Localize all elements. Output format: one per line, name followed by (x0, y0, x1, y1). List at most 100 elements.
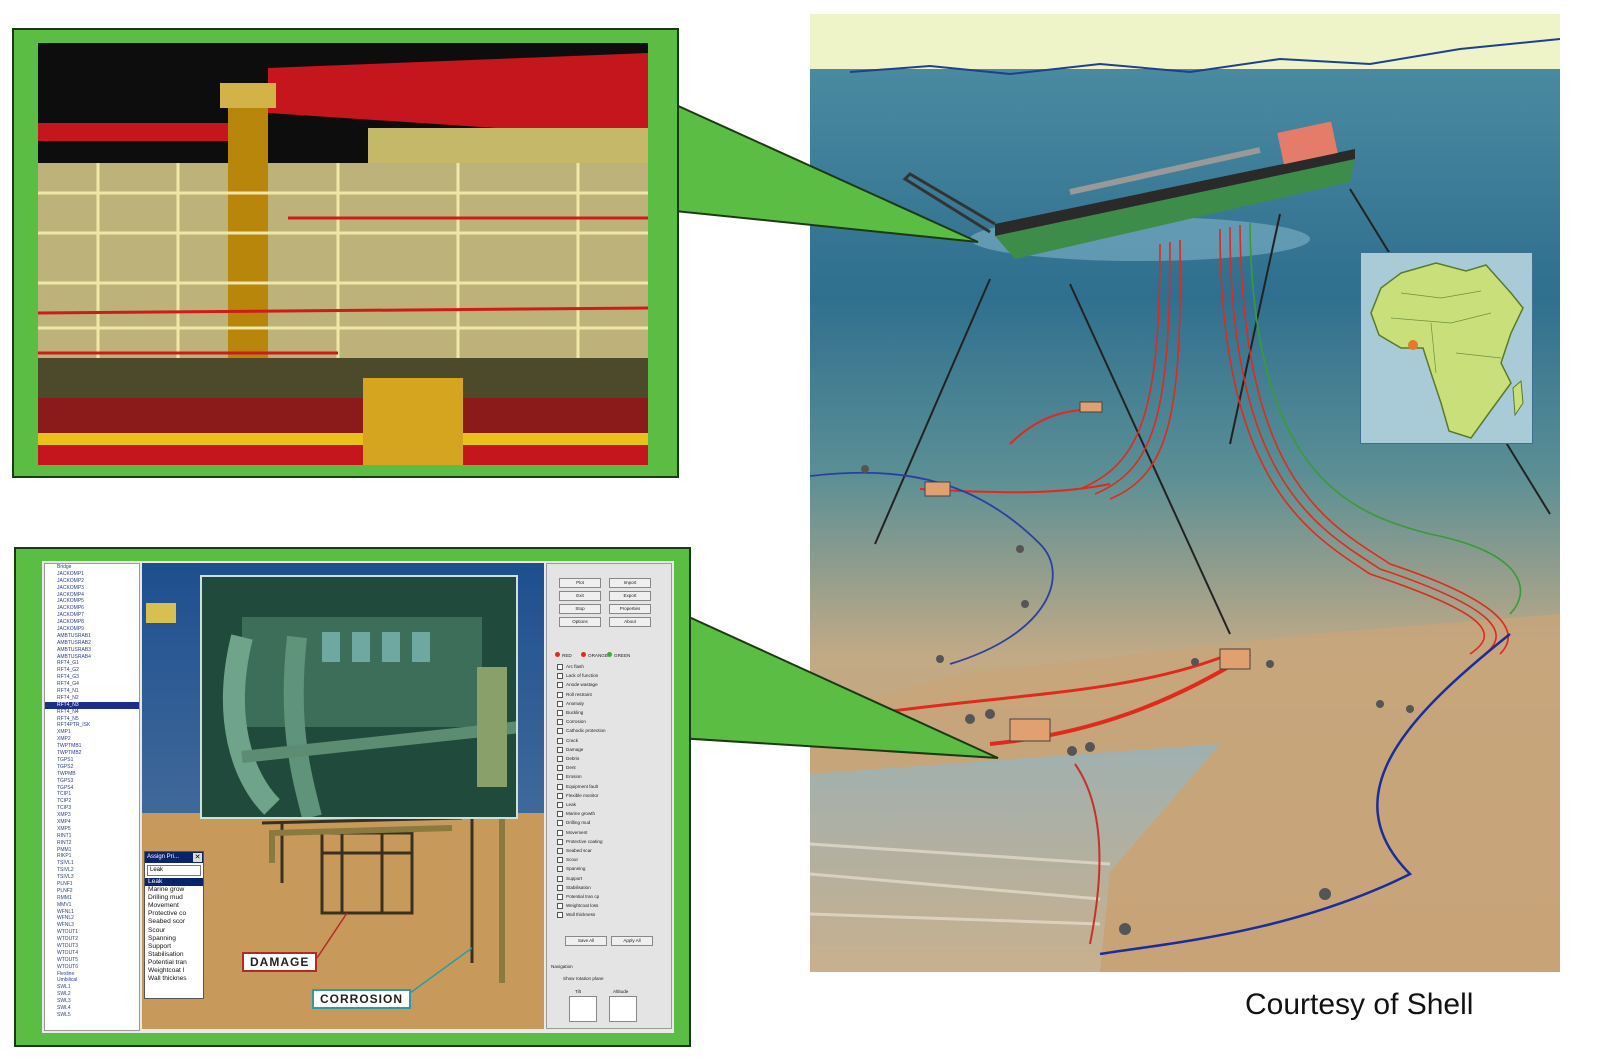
tree-item[interactable]: XMP2 (57, 736, 71, 743)
side-button-import[interactable]: Import (609, 578, 651, 588)
tree-item[interactable]: WFNL1 (57, 908, 74, 915)
anomaly-checkbox[interactable]: Debris (557, 756, 579, 762)
anomaly-type-item[interactable]: Stabilisation (148, 950, 184, 958)
tree-item[interactable]: JACKOMP5 (57, 598, 84, 605)
anomaly-type-item[interactable]: Protective co (148, 910, 187, 918)
anomaly-checkbox[interactable]: Flexible monitor (557, 793, 598, 799)
anomaly-checkbox[interactable]: Arc flash (557, 664, 584, 670)
tree-item[interactable]: JACKOMP9 (57, 626, 84, 633)
tree-item[interactable]: RFT4_G2 (57, 667, 79, 674)
tree-item[interactable]: RINT1 (57, 832, 72, 839)
tree-item[interactable]: Bridge (57, 564, 72, 570)
tree-item[interactable]: WTOUT2 (57, 936, 79, 943)
anomaly-checkbox[interactable]: Erosion (557, 774, 582, 780)
tree-item[interactable]: WFNL2 (57, 915, 74, 922)
tree-item[interactable]: TGPS2 (57, 763, 74, 770)
anomaly-checkbox[interactable]: Spanning (557, 866, 585, 872)
tree-item[interactable]: SWL1 (57, 984, 71, 991)
bottom-button[interactable]: Apply All (611, 936, 653, 946)
side-button-properties[interactable]: Properties (609, 604, 651, 614)
tree-item[interactable]: JACKOMP6 (57, 605, 84, 612)
anomaly-type-item[interactable]: Seabed scor (148, 918, 186, 926)
side-button-export[interactable]: Export (609, 591, 651, 601)
anomaly-checkbox[interactable]: Buckling (557, 710, 583, 716)
tree-item[interactable]: AMBTUSRAB2 (57, 639, 91, 646)
tree-item[interactable]: AMBTUSRAB3 (57, 646, 91, 653)
tree-item[interactable]: TCIP2 (57, 798, 72, 805)
tree-item[interactable]: AMBTUSRAB1 (57, 632, 91, 639)
tree-item[interactable]: WTOUT3 (57, 942, 79, 949)
tree-item[interactable]: RIKP1 (57, 853, 72, 860)
tree-item[interactable]: TGPS1 (57, 756, 74, 763)
anomaly-type-item[interactable]: Scour (148, 926, 166, 934)
tree-item[interactable]: TGPS3 (57, 777, 74, 784)
side-button-about[interactable]: About (609, 617, 651, 627)
tree-item[interactable]: WTOUT4 (57, 949, 79, 956)
side-button-options[interactable]: Options (559, 617, 601, 627)
tree-item[interactable]: RFT4_N3 (45, 701, 139, 709)
side-button-plot[interactable]: Plot (559, 578, 601, 588)
tree-item[interactable]: RFT4PTR_ISK (57, 722, 91, 729)
anomaly-type-item[interactable]: Support (148, 942, 172, 950)
tree-item[interactable]: XMP3 (57, 812, 71, 819)
tree-item[interactable]: RMM1 (57, 894, 72, 901)
tilt-control[interactable] (569, 996, 597, 1022)
tree-item[interactable]: RFT4_N4 (57, 708, 79, 715)
tree-item[interactable]: Umbilical (57, 977, 78, 984)
tree-item[interactable]: RFT4_N2 (57, 694, 79, 701)
anomaly-checkbox[interactable]: Anomaly (557, 701, 584, 707)
anomaly-checkbox[interactable]: Support (557, 876, 582, 882)
tree-item[interactable]: WTOUT1 (57, 929, 79, 936)
anomaly-checkbox[interactable]: Protective coating (557, 839, 603, 845)
close-icon[interactable]: ✕ (193, 853, 202, 862)
anomaly-type-item[interactable]: Potential tran (148, 958, 187, 966)
tree-item[interactable]: RFT4_G3 (57, 674, 79, 681)
tree-item[interactable]: TSIVL3 (57, 874, 74, 881)
tree-item[interactable]: TWPMB (57, 770, 76, 777)
altitude-control[interactable] (609, 996, 637, 1022)
anomaly-checkbox[interactable]: Seabed scar (557, 848, 592, 854)
tree-item[interactable]: MMV1 (57, 901, 72, 908)
tree-item[interactable]: SWL5 (57, 1011, 71, 1018)
tree-item[interactable]: PMM1 (57, 846, 72, 853)
tree-item[interactable]: JACKOMP4 (57, 591, 84, 598)
anomaly-type-item[interactable]: Spanning (148, 934, 176, 942)
tree-item[interactable]: JACKOMP3 (57, 584, 84, 591)
tree-item[interactable]: PLNF2 (57, 887, 73, 894)
anomaly-checkbox[interactable]: Stabilisation (557, 885, 591, 891)
tree-item[interactable]: AMBTUSRAB4 (57, 653, 91, 660)
tree-item[interactable]: WTOUT6 (57, 963, 79, 970)
tree-item[interactable]: TCIP1 (57, 791, 72, 798)
anomaly-checkbox[interactable]: Crack (557, 738, 578, 744)
tree-item[interactable]: JACKOMP7 (57, 612, 84, 619)
tree-item[interactable]: RFT4_G1 (57, 660, 79, 667)
tree-item[interactable]: SWL4 (57, 1005, 71, 1011)
tree-item[interactable]: WTOUT5 (57, 956, 79, 963)
anomaly-type-select[interactable]: Leak (147, 865, 201, 876)
anomaly-checkbox[interactable]: Cathodic protection (557, 728, 606, 734)
anomaly-checkbox[interactable]: Scour (557, 857, 578, 863)
tree-item[interactable]: SWL2 (57, 991, 71, 998)
anomaly-type-item[interactable]: Drilling mud (148, 894, 183, 902)
tree-item[interactable]: XMP1 (57, 729, 71, 736)
anomaly-checkbox[interactable]: Marine growth (557, 811, 595, 817)
tree-item[interactable]: TSIVL2 (57, 867, 74, 874)
anomaly-checkbox[interactable]: Leak (557, 802, 576, 808)
anomaly-type-item[interactable]: Wall thicknes (148, 975, 187, 983)
tree-item[interactable]: JACKOMP1 (57, 570, 84, 577)
tree-item[interactable]: RFT4_G4 (57, 681, 79, 688)
anomaly-checkbox[interactable]: Lack of function (557, 673, 598, 679)
tree-item[interactable]: JACKOMP8 (57, 619, 84, 626)
tree-item[interactable]: TGPS4 (57, 784, 74, 791)
anomaly-type-item[interactable]: Marine grow (148, 886, 185, 894)
anomaly-checkbox[interactable]: Movement (557, 830, 587, 836)
anomaly-checkbox[interactable]: Anode wastage (557, 682, 598, 688)
anomaly-checkbox[interactable]: Wall thickness (557, 912, 595, 918)
tree-item[interactable]: XMP4 (57, 818, 71, 825)
anomaly-checkbox[interactable]: Potential tran cp (557, 894, 599, 900)
tree-item[interactable]: TSIVL1 (57, 860, 74, 867)
anomaly-checkbox[interactable]: Dent (557, 765, 576, 771)
anomaly-checkbox[interactable]: Drilling mud (557, 820, 590, 826)
